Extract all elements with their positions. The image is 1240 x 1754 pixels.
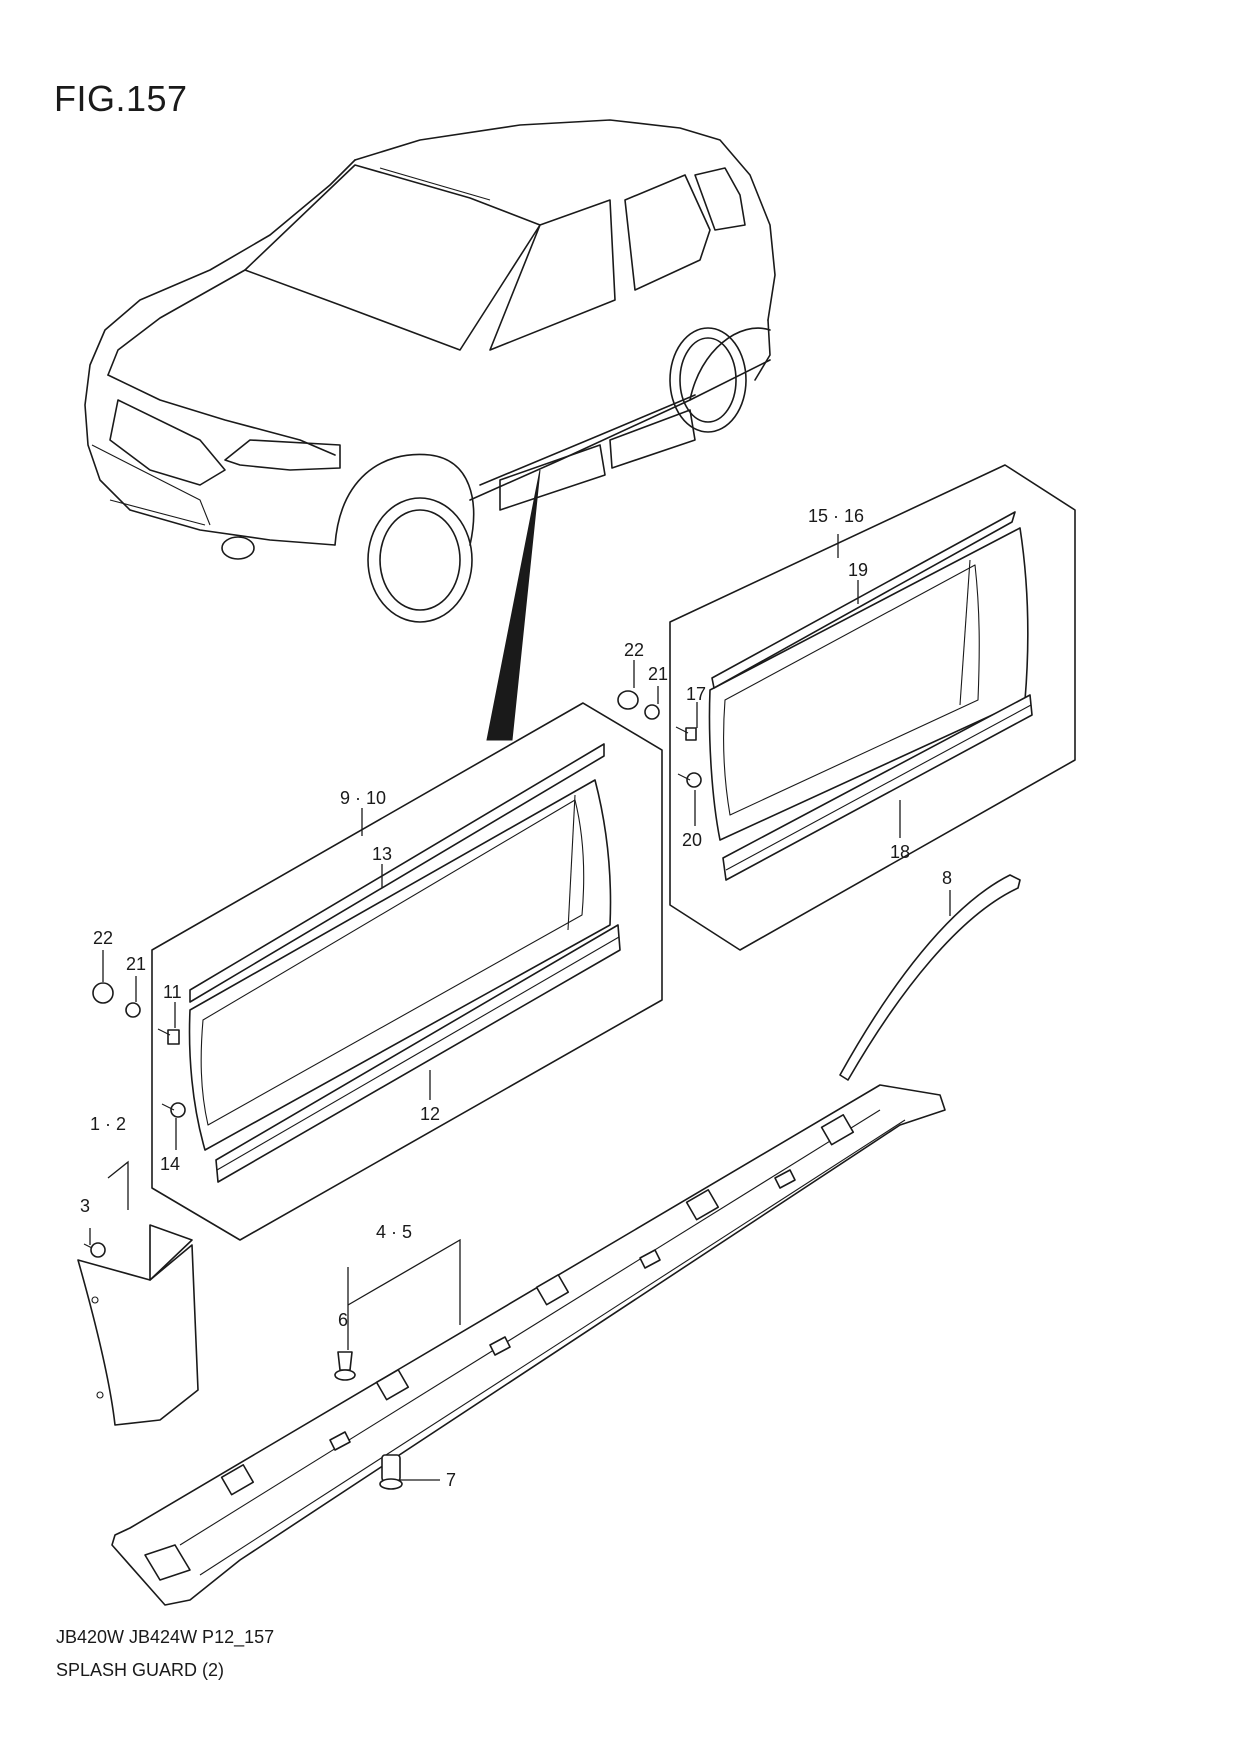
rear-moulding-group (617, 464, 1076, 951)
splash-guard (77, 1224, 199, 1426)
nut-7 (381, 1454, 401, 1482)
clip-14 (170, 1102, 186, 1118)
clip-11 (167, 1029, 180, 1045)
screw-6 (337, 1351, 353, 1371)
clip-22-lower (92, 982, 114, 1004)
clip-22-upper (617, 690, 639, 710)
vehicle-illustration (84, 119, 776, 741)
callout-21-upper: 21 (648, 664, 668, 684)
callout-17: 17 (686, 684, 706, 704)
model-codes: JB420W JB424W P12_157 (56, 1627, 275, 1647)
callout-6: 6 (338, 1310, 348, 1330)
callout-1-2: 1 · 2 (90, 1114, 126, 1134)
callout-13: 13 (372, 844, 392, 864)
callout-7: 7 (446, 1470, 456, 1490)
callout-20: 20 (682, 830, 702, 850)
callout-8: 8 (942, 868, 952, 888)
callout-4-5: 4 · 5 (376, 1222, 412, 1242)
figure-title: FIG.157 (54, 78, 188, 119)
clip-20 (686, 772, 702, 788)
clip-21-lower (125, 1002, 141, 1018)
callout-9-10: 9 · 10 (340, 788, 386, 808)
callout-22-lower: 22 (93, 928, 113, 948)
figure-caption: SPLASH GUARD (2) (56, 1660, 225, 1680)
callout-21-lower: 21 (126, 954, 146, 974)
front-moulding-group (92, 702, 663, 1241)
callout-14: 14 (160, 1154, 180, 1174)
callout-19: 19 (848, 560, 868, 580)
callout-3: 3 (80, 1196, 90, 1216)
clip-21-upper (644, 704, 660, 720)
callout-22-upper: 22 (624, 640, 644, 660)
clip-17 (685, 727, 697, 741)
leader-lines (89, 534, 951, 1481)
screw-3 (90, 1242, 106, 1258)
callout-18: 18 (890, 842, 910, 862)
side-sill (111, 1084, 946, 1606)
arch-moulding-8 (839, 874, 1021, 1081)
callout-15-16: 15 · 16 (808, 506, 864, 526)
callout-12: 12 (420, 1104, 440, 1124)
callout-11: 11 (163, 982, 182, 1002)
